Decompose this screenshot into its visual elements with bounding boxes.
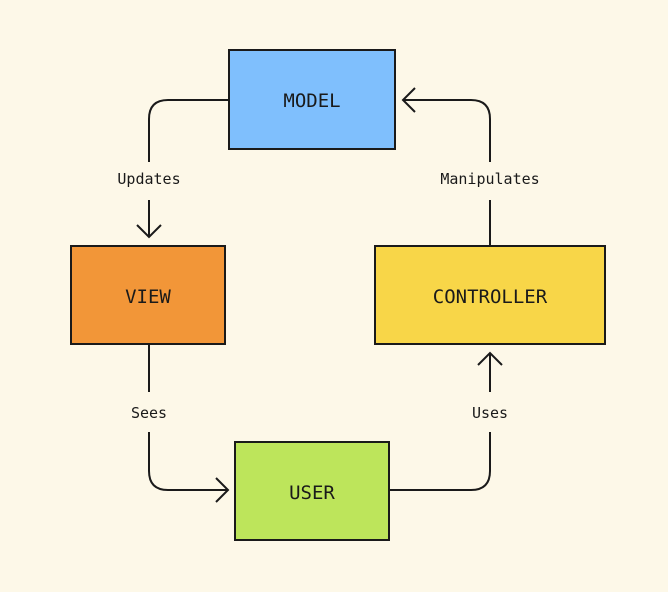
model-label: MODEL — [283, 90, 340, 112]
model-node: MODEL — [228, 49, 396, 150]
controller-node: CONTROLLER — [374, 245, 606, 345]
updates-connector — [148, 99, 229, 162]
user-node: USER — [234, 441, 390, 541]
model-box — [228, 49, 396, 150]
user-box — [234, 441, 390, 541]
uses-connector-lower — [389, 432, 491, 491]
sees-arrowhead — [215, 477, 230, 503]
uses-arrowhead — [477, 351, 503, 366]
view-node: VIEW — [70, 245, 226, 345]
view-box — [70, 245, 226, 345]
view-label: VIEW — [125, 286, 171, 308]
manipulates-label: Manipulates — [440, 170, 539, 188]
uses-label: Uses — [472, 404, 508, 422]
controller-box — [374, 245, 606, 345]
sees-connector-lower — [148, 432, 228, 491]
sees-label: Sees — [131, 404, 167, 422]
updates-arrowhead — [136, 224, 162, 239]
manipulates-arrowhead — [401, 87, 416, 113]
user-label: USER — [289, 482, 335, 504]
manipulates-connector — [403, 99, 491, 162]
updates-label: Updates — [117, 170, 180, 188]
controller-label: CONTROLLER — [433, 286, 548, 308]
